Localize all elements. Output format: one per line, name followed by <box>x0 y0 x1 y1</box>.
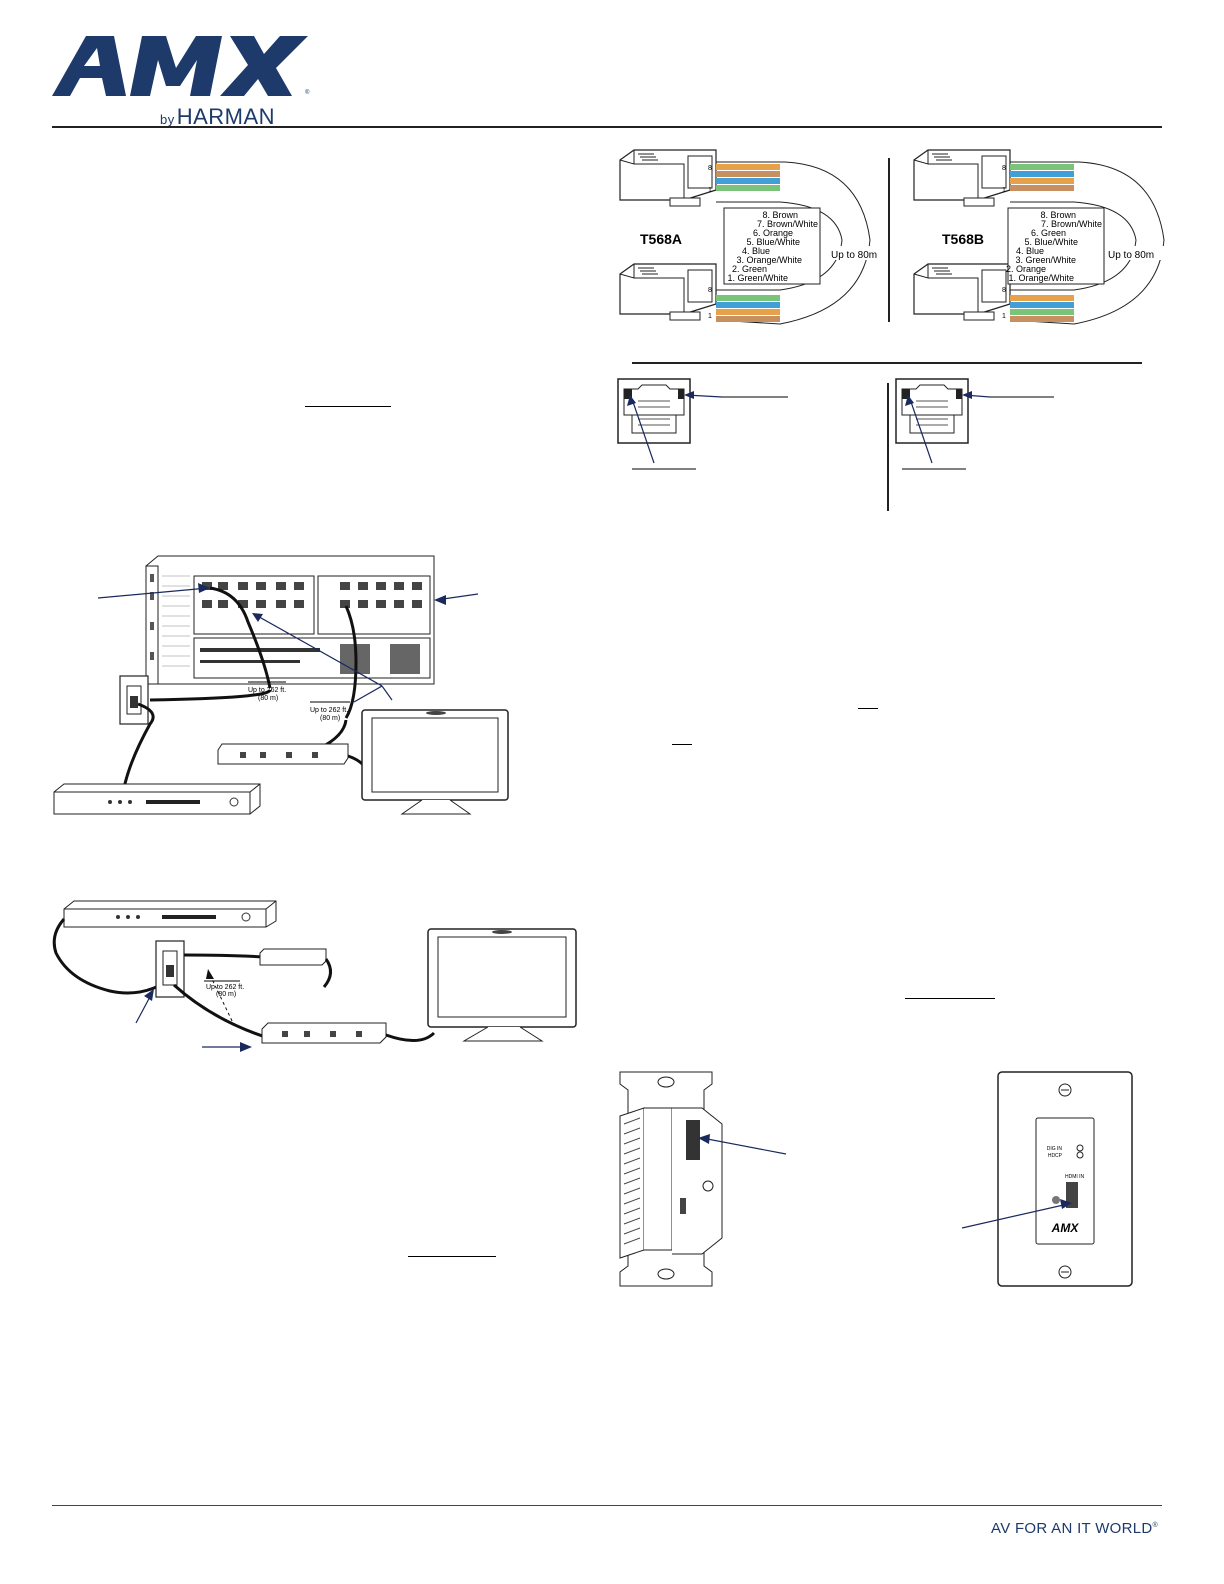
pin-list-item: 7. Brown/White <box>1041 219 1102 229</box>
source-device <box>53 783 261 815</box>
t568b-group: 8 1 8 1 T568B 8. Brown 7. Brown/White 6.… <box>913 149 1165 325</box>
header-rule <box>52 126 1162 128</box>
pin-1-label: 1 <box>1002 187 1006 194</box>
pin-list-item: 7. Brown/White <box>757 219 818 229</box>
t568a-group: 8 1 8 1 T568A 8. Brown 7. Brown/White 6.… <box>619 149 882 325</box>
svg-text:®: ® <box>305 89 310 96</box>
wallplate-faceplate: DIG IN HDCP HDMI IN AMX <box>997 1071 1133 1287</box>
logo-byline: byHARMAN <box>160 104 276 129</box>
pin-list-item: 2. Green <box>732 264 767 274</box>
display-monitor <box>427 928 577 1042</box>
led-label-hdcp: HDCP <box>1048 1153 1063 1159</box>
cable-length-unit: (80 m) <box>216 991 236 998</box>
pin-list-item: 6. Green <box>1031 228 1066 238</box>
wallplate-side-view <box>619 1071 723 1287</box>
cable-length-unit: (80 m) <box>320 715 340 722</box>
pin-list-item: 5. Blue/White <box>746 237 800 247</box>
power-supply <box>259 948 327 966</box>
led-label-dig-in: DIG IN <box>1047 1146 1063 1152</box>
pin-8-label: 8 <box>708 165 712 172</box>
wallplate-views: DIG IN HDCP HDMI IN AMX <box>619 1071 1133 1287</box>
receiver-unit <box>217 743 349 765</box>
wiring-diagram: 8 1 8 1 T568A 8. Brown 7. Brown/White 6.… <box>619 149 1165 325</box>
display-monitor <box>361 709 509 815</box>
amx-wordmark: ® <box>52 36 310 96</box>
pin-list-item: 8. Brown <box>1040 210 1076 220</box>
t568a-title: T568A <box>640 231 682 247</box>
port-label-hdmi-in: HDMI IN <box>1065 1174 1085 1180</box>
pin-list-item: 3. Orange/White <box>736 255 802 265</box>
switcher-chassis <box>145 555 435 685</box>
pin-list-item: 2. Orange <box>1006 264 1046 274</box>
system-diagram-2: Up to 262 ft. (80 m) <box>52 900 577 1052</box>
system-diagram-1: Up to 262 ft. (80 m) Up to 262 ft. (80 m… <box>53 555 509 815</box>
pin-8-label: 8 <box>1002 287 1006 294</box>
pin-list-item: 3. Green/White <box>1015 255 1076 265</box>
pin-8-label: 8 <box>1002 165 1006 172</box>
underline-mark <box>905 998 995 999</box>
amx-logo: ® byHARMAN <box>52 34 314 129</box>
underline-mark <box>858 708 878 709</box>
pin-8-label: 8 <box>708 287 712 294</box>
rj45-port-right <box>895 378 1054 470</box>
pin-list-item: 5. Blue/White <box>1024 237 1078 247</box>
underline-mark <box>408 1256 496 1257</box>
pin-list-item: 4. Blue <box>742 246 770 256</box>
underline-mark <box>672 744 692 745</box>
pin-1-label: 1 <box>1002 313 1006 320</box>
cable-length-label: Up to 262 ft. <box>206 984 244 991</box>
footer-tagline: AV FOR AN IT WORLD® <box>991 1520 1158 1537</box>
pin-list-item: 1. Orange/White <box>1008 273 1074 283</box>
source-device <box>63 900 277 928</box>
cable-length-label: Up to 262 ft. <box>248 687 286 694</box>
section-rule <box>632 362 1142 364</box>
pin-1-label: 1 <box>708 313 712 320</box>
cable-length-label: Up to 262 ft. <box>310 707 348 714</box>
wallplate-transmitter <box>155 940 185 998</box>
receiver-unit <box>261 1022 387 1044</box>
pin-list-item: 6. Orange <box>753 228 793 238</box>
cable-length-unit: (80 m) <box>258 695 278 702</box>
t568b-title: T568B <box>942 231 984 247</box>
cable-length-label: Up to 80m <box>1108 250 1154 261</box>
rj45-port-detail <box>617 378 1054 511</box>
faceplate-logo: AMX <box>1051 1221 1080 1235</box>
footer-rule <box>52 1505 1162 1506</box>
pin-1-label: 1 <box>708 187 712 194</box>
underline-mark <box>305 406 391 407</box>
rj45-port-left <box>617 378 788 470</box>
cable-length-label: Up to 80m <box>831 250 877 261</box>
pin-list-item: 4. Blue <box>1016 246 1044 256</box>
pin-list-item: 8. Brown <box>762 210 798 220</box>
pin-list-item: 1. Green/White <box>727 273 788 283</box>
wallplate-transmitter <box>119 675 149 725</box>
